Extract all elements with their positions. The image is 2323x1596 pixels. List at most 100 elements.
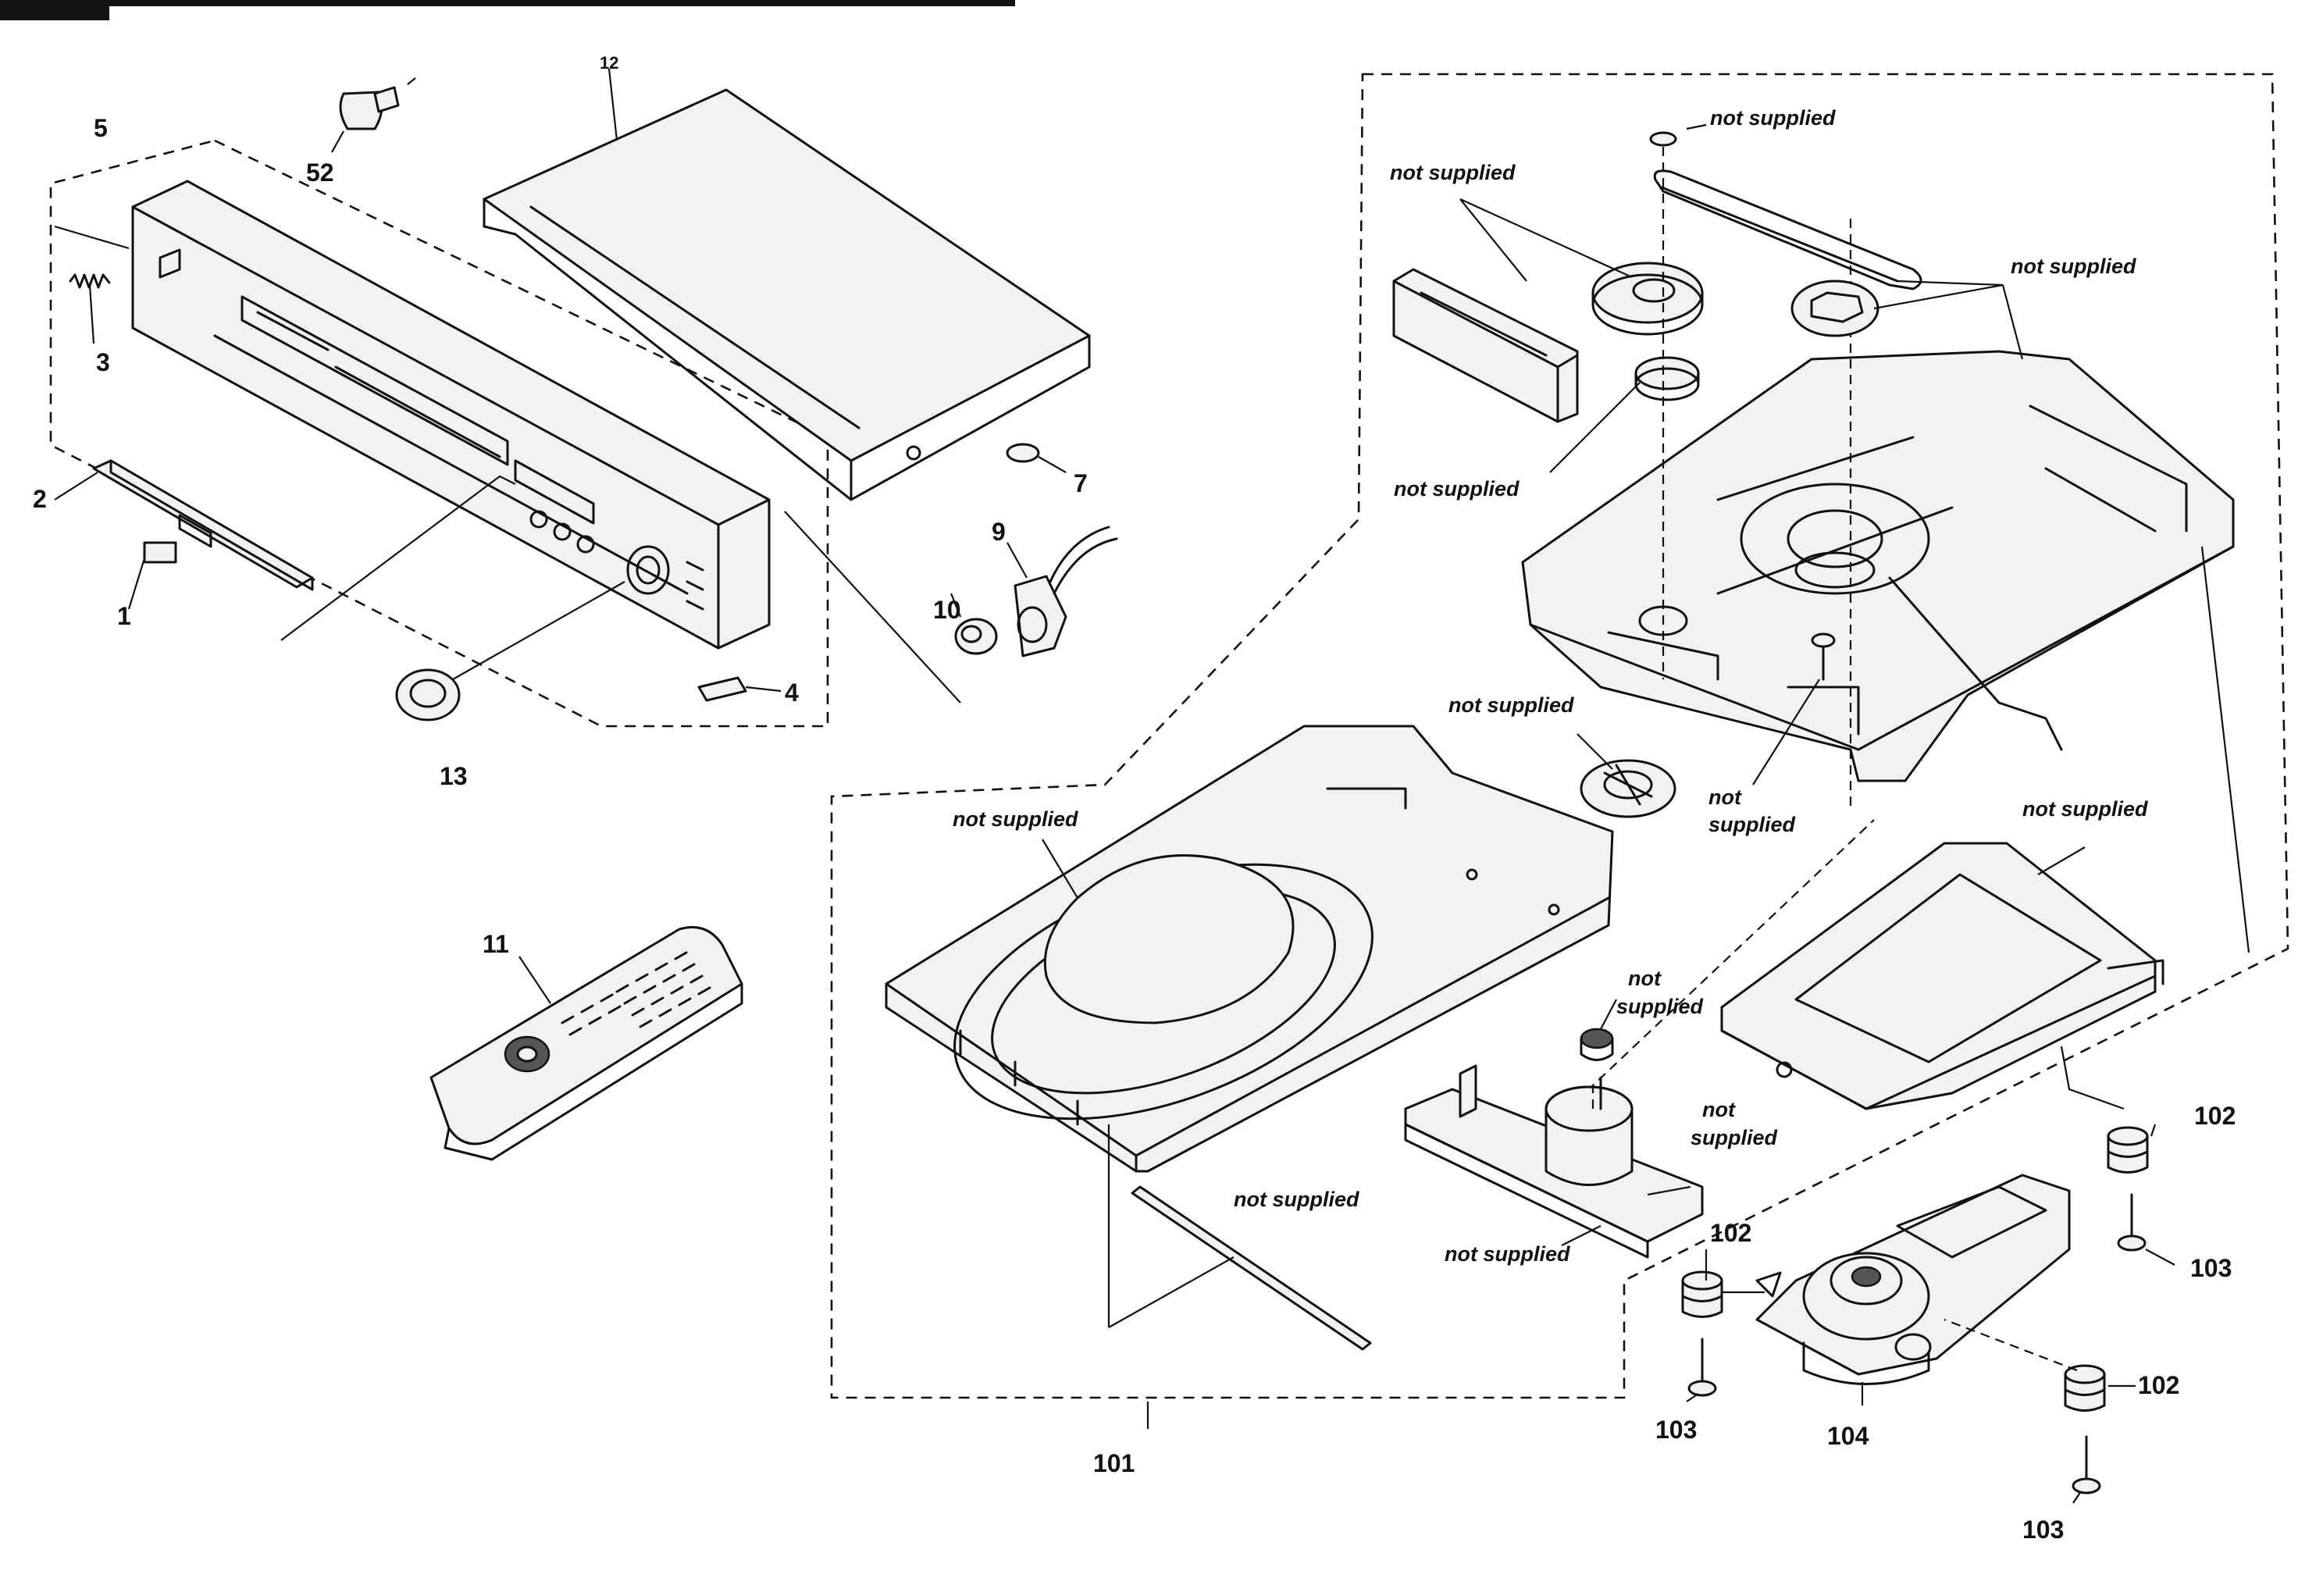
leader-ns-screw [1752,679,1820,786]
chassis-frame [1521,350,2235,782]
note-ns-strip: not supplied [1234,1188,1359,1211]
label-pad-part-1 [143,541,177,564]
label-52: 52 [306,159,334,187]
screw-not-supplied [1811,632,1836,681]
label-10: 10 [933,596,961,624]
note-ns-motor-pulley-a: not [1628,967,1662,990]
damper-left [1681,1270,1723,1318]
leader-103c [2072,1491,2082,1504]
spindle-motor [1545,1076,1634,1186]
top-washer [1649,131,1677,147]
door-bracket-part-2 [92,459,314,591]
note-ns-tray: not supplied [953,807,1078,831]
label-102b: 102 [1710,1219,1751,1247]
leader-tray-ns [1042,839,1078,899]
turntable [1580,759,1676,818]
drive-belt [1653,169,1922,290]
leader-panel-to-9 [784,511,961,704]
optical-pickup-part-104 [1755,1174,2071,1385]
leader-ns-lower-frame [2037,846,2086,875]
top-corner-block [0,0,109,20]
label-13: 13 [440,762,468,790]
disc-tray [885,725,1614,1173]
label-9: 9 [992,518,1006,546]
note-ns-board: not supplied [1445,1242,1570,1266]
remote-control-part-11 [429,926,743,1161]
label-102c: 102 [2138,1371,2179,1399]
top-cover-part-12 [483,68,1091,501]
lower-frame [1720,842,2164,1110]
label-103b: 103 [1655,1416,1697,1444]
note-ns-pulley: not supplied [1394,477,1520,501]
top-edge-bar [0,0,1015,6]
slider-rack [1392,268,1579,423]
front-panel [131,180,771,650]
washer-part-7 [1006,443,1067,473]
thin-strip [1131,1185,1372,1351]
label-3: 3 [96,348,110,376]
ring-knob-part-13 [395,581,625,721]
gear [1591,262,1704,336]
leader-102c-to-pickup [1944,1318,2078,1372]
note-ns-motor-b: supplied [1691,1126,1778,1149]
note-ns-screw-b: supplied [1708,813,1796,836]
note-ns-rack-gear: not supplied [1390,161,1516,184]
label-102a: 102 [2194,1102,2236,1130]
leader-103b [1686,1393,1699,1402]
axis-motor-to-chassis [1591,819,1875,1109]
note-ns-motor-pulley-b: supplied [1616,995,1704,1018]
button-part-10 [950,593,998,655]
note-ns-motor-a: not [1702,1098,1736,1121]
label-7: 7 [1074,469,1088,497]
leader-103a [2145,1249,2175,1266]
leader-ns-washer [1686,123,1707,130]
leader-ns-board [1561,1225,1602,1246]
switch-part-9 [1007,525,1118,657]
note-ns-washer: not supplied [1710,106,1836,130]
leader-ns-motor-pulley [1600,999,1617,1030]
label-101: 101 [1093,1449,1135,1477]
pad-part-4 [697,676,747,702]
label-5: 5 [94,114,108,142]
leader-ns-pulley [1549,382,1641,473]
cam-disc [1790,280,1879,337]
leader-5 [54,225,130,250]
note-ns-lower-frame: not supplied [2022,797,2148,821]
screw-left [1687,1338,1717,1397]
pulley [1634,356,1700,401]
leader-window [280,475,516,641]
leader-frame-to-damper [2060,1046,2125,1110]
label-1: 1 [117,602,131,630]
label-12: 12 [600,53,618,73]
damper-lower-right [2064,1364,2106,1412]
label-4: 4 [785,679,799,707]
knob-part-52 [331,77,416,153]
leader-ns-motor [1647,1185,1691,1196]
damper-upper-right [2107,1126,2149,1174]
leader-ns-belt-cam [1873,280,2024,360]
leader-tray-b [1108,1256,1235,1328]
note-ns-screw-a: not [1708,786,1742,809]
leader-1 [127,558,146,610]
screw-upper-right [2117,1193,2147,1252]
leader-2 [54,472,98,501]
leader-102a [2150,1124,2157,1137]
mechanism-group-outline [830,73,2289,1399]
screw-lower-right [2072,1435,2101,1494]
label-103a: 103 [2190,1254,2232,1282]
leader-ns-rack-gear [1459,198,1633,282]
note-ns-turntable: not supplied [1448,693,1574,717]
label-11: 11 [483,930,509,958]
drive-belt-inner [1660,186,1899,283]
spring-part-3 [69,273,111,344]
leader-chassis-to-frame [2200,546,2250,953]
label-103c: 103 [2022,1516,2064,1544]
note-ns-belt-cam: not supplied [2011,255,2136,278]
leader-4 [745,686,782,693]
label-2: 2 [33,485,47,513]
leader-ns-turntable [1577,733,1613,770]
motor-pulley [1580,1028,1614,1061]
label-104: 104 [1827,1422,1869,1450]
